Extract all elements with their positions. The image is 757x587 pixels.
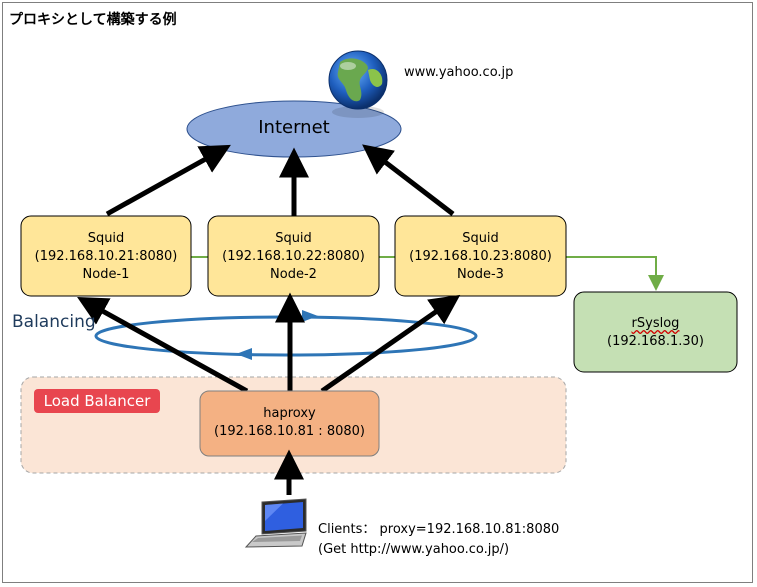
client-info: Clients： proxy=192.168.10.81:8080 (Get h… [318,520,559,560]
haproxy-address: (192.168.10.81 : 8080) [214,424,365,439]
website-label: www.yahoo.co.jp [404,65,514,80]
haproxy-name: haproxy [263,406,316,421]
squid-node-1-box [20,215,192,297]
internet-label: Internet [258,117,330,138]
node-3-address: (192.168.10.23:8080) [409,249,552,264]
node-3-name: Squid [462,231,499,246]
balancing-arrow-right [302,310,318,322]
node-3-id: Node-3 [457,267,504,282]
diagram-title: プロキシとして構築する例 [9,12,177,28]
rsyslog-node: rSyslog (192.168.1.30) [574,315,737,351]
node-2-id: Node-2 [270,267,317,282]
rsyslog-box [573,291,738,373]
haproxy-node: haproxy (192.168.10.81 : 8080) [200,405,379,441]
node-1-address: (192.168.10.21:8080) [34,249,178,264]
squid-node-2: Squid (192.168.10.22:8080) Node-2 [208,230,379,284]
arrow-haproxy-node1 [77,296,249,394]
node-1-name: Squid [87,231,125,246]
arrow-haproxy-node3 [320,294,461,394]
node-2-name: Squid [275,231,312,246]
balancing-arrow-left [236,348,252,360]
load-balancer-tag: Load Balancer [34,389,160,413]
balancing-label: Balancing [12,312,96,332]
arrow-node3-internet [362,144,455,216]
squid-node-1: Squid (192.168.10.21:8080) Node-1 [21,230,191,284]
squid-node-3: Squid (192.168.10.23:8080) Node-3 [395,230,566,284]
node-2-address: (192.168.10.22:8080) [222,249,365,264]
node-1-id: Node-1 [82,267,130,282]
rsyslog-address: (192.168.1.30) [607,334,704,349]
syslog-link [566,256,664,291]
arrow-node1-internet [105,144,231,217]
rsyslog-name: rSyslog [631,316,680,331]
client-request: (Get http://www.yahoo.co.jp/) [318,542,510,557]
squid-node-3-box [394,215,567,297]
laptop-icon [244,498,307,548]
client-proxy-setting: Clients： proxy=192.168.10.81:8080 [318,522,560,537]
globe-icon [328,50,388,118]
